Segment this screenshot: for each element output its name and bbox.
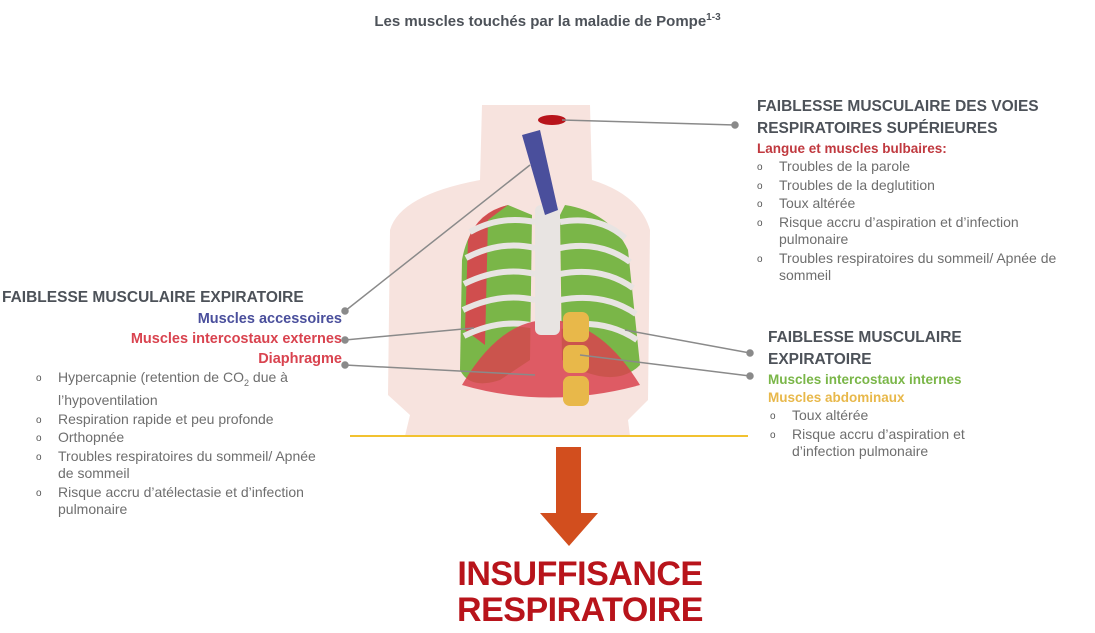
diaphragm (462, 320, 640, 398)
upper-heading-2: RESPIRATOIRES SUPÉRIEURES (757, 120, 998, 137)
left-section: FAIBLESSE MUSCULAIRE EXPIRATOIRE Muscles… (2, 287, 342, 520)
result-line-2: RESPIRATOIRE (457, 591, 703, 629)
list-item: Troubles de la deglutition (757, 177, 1087, 195)
list-item: Orthopnée (36, 429, 326, 447)
item-text: Hypercapnie (retention de CO (58, 369, 244, 385)
right-section: FAIBLESSE MUSCULAIRE EXPIRATOIRE Muscles… (768, 327, 1028, 462)
connector-lines (341, 119, 754, 380)
list-item: Troubles respiratoires du sommeil/ Apnée… (757, 250, 1087, 285)
accessory-muscle (522, 130, 558, 215)
list-item: Risque accru d’aspiration et d’infection… (770, 426, 1028, 461)
left-sub-diaphragm: Diaphragme (258, 351, 342, 367)
right-sub-abdominal: Muscles abdominaux (768, 390, 905, 405)
result-label: INSUFFISANCE RESPIRATOIRE (380, 556, 780, 628)
list-item: Troubles de la parole (757, 158, 1087, 176)
right-heading-1: FAIBLESSE MUSCULAIRE (768, 329, 962, 346)
list-item: Respiration rapide et peu profonde (36, 411, 326, 429)
list-item: Hypercapnie (retention de CO2 due à l’hy… (36, 369, 326, 410)
left-sub-external: Muscles intercostaux externes (130, 331, 342, 347)
abdominal-muscles (563, 312, 589, 406)
upper-airway-section: FAIBLESSE MUSCULAIRE DES VOIES RESPIRATO… (757, 96, 1087, 286)
title-superscript: 1-3 (706, 12, 721, 23)
result-line-1: INSUFFISANCE (457, 555, 703, 593)
left-list: Hypercapnie (retention de CO2 due à l’hy… (36, 369, 326, 519)
list-item: Risque accru d’aspiration et d’infection… (757, 214, 1087, 249)
right-sub-internal: Muscles intercostaux internes (768, 372, 962, 387)
left-heading: FAIBLESSE MUSCULAIRE EXPIRATOIRE (2, 289, 304, 306)
list-item: Troubles respiratoires du sommeil/ Apnée… (36, 448, 326, 483)
upper-heading-1: FAIBLESSE MUSCULAIRE DES VOIES (757, 98, 1039, 115)
right-list: Toux altérée Risque accru d’aspiration e… (770, 407, 1028, 461)
left-sub-accessory: Muscles accessoires (197, 311, 342, 327)
tongue (538, 115, 566, 125)
title-text: Les muscles touchés par la maladie de Po… (374, 13, 707, 30)
sternum (535, 205, 560, 335)
list-item: Toux altérée (757, 195, 1087, 213)
item-text: due à l’hypoventilation (58, 369, 288, 409)
right-heading-2: EXPIRATOIRE (768, 351, 872, 368)
item-subscript: 2 (244, 377, 250, 388)
page-title: Les muscles touchés par la maladie de Po… (0, 12, 1095, 30)
upper-list: Troubles de la parole Troubles de la deg… (757, 158, 1087, 285)
list-item: Risque accru d’atélectasie et d’infectio… (36, 484, 326, 519)
list-item: Toux altérée (770, 407, 1028, 425)
upper-sub: Langue et muscles bulbaires: (757, 141, 947, 156)
result-arrow (540, 447, 598, 546)
